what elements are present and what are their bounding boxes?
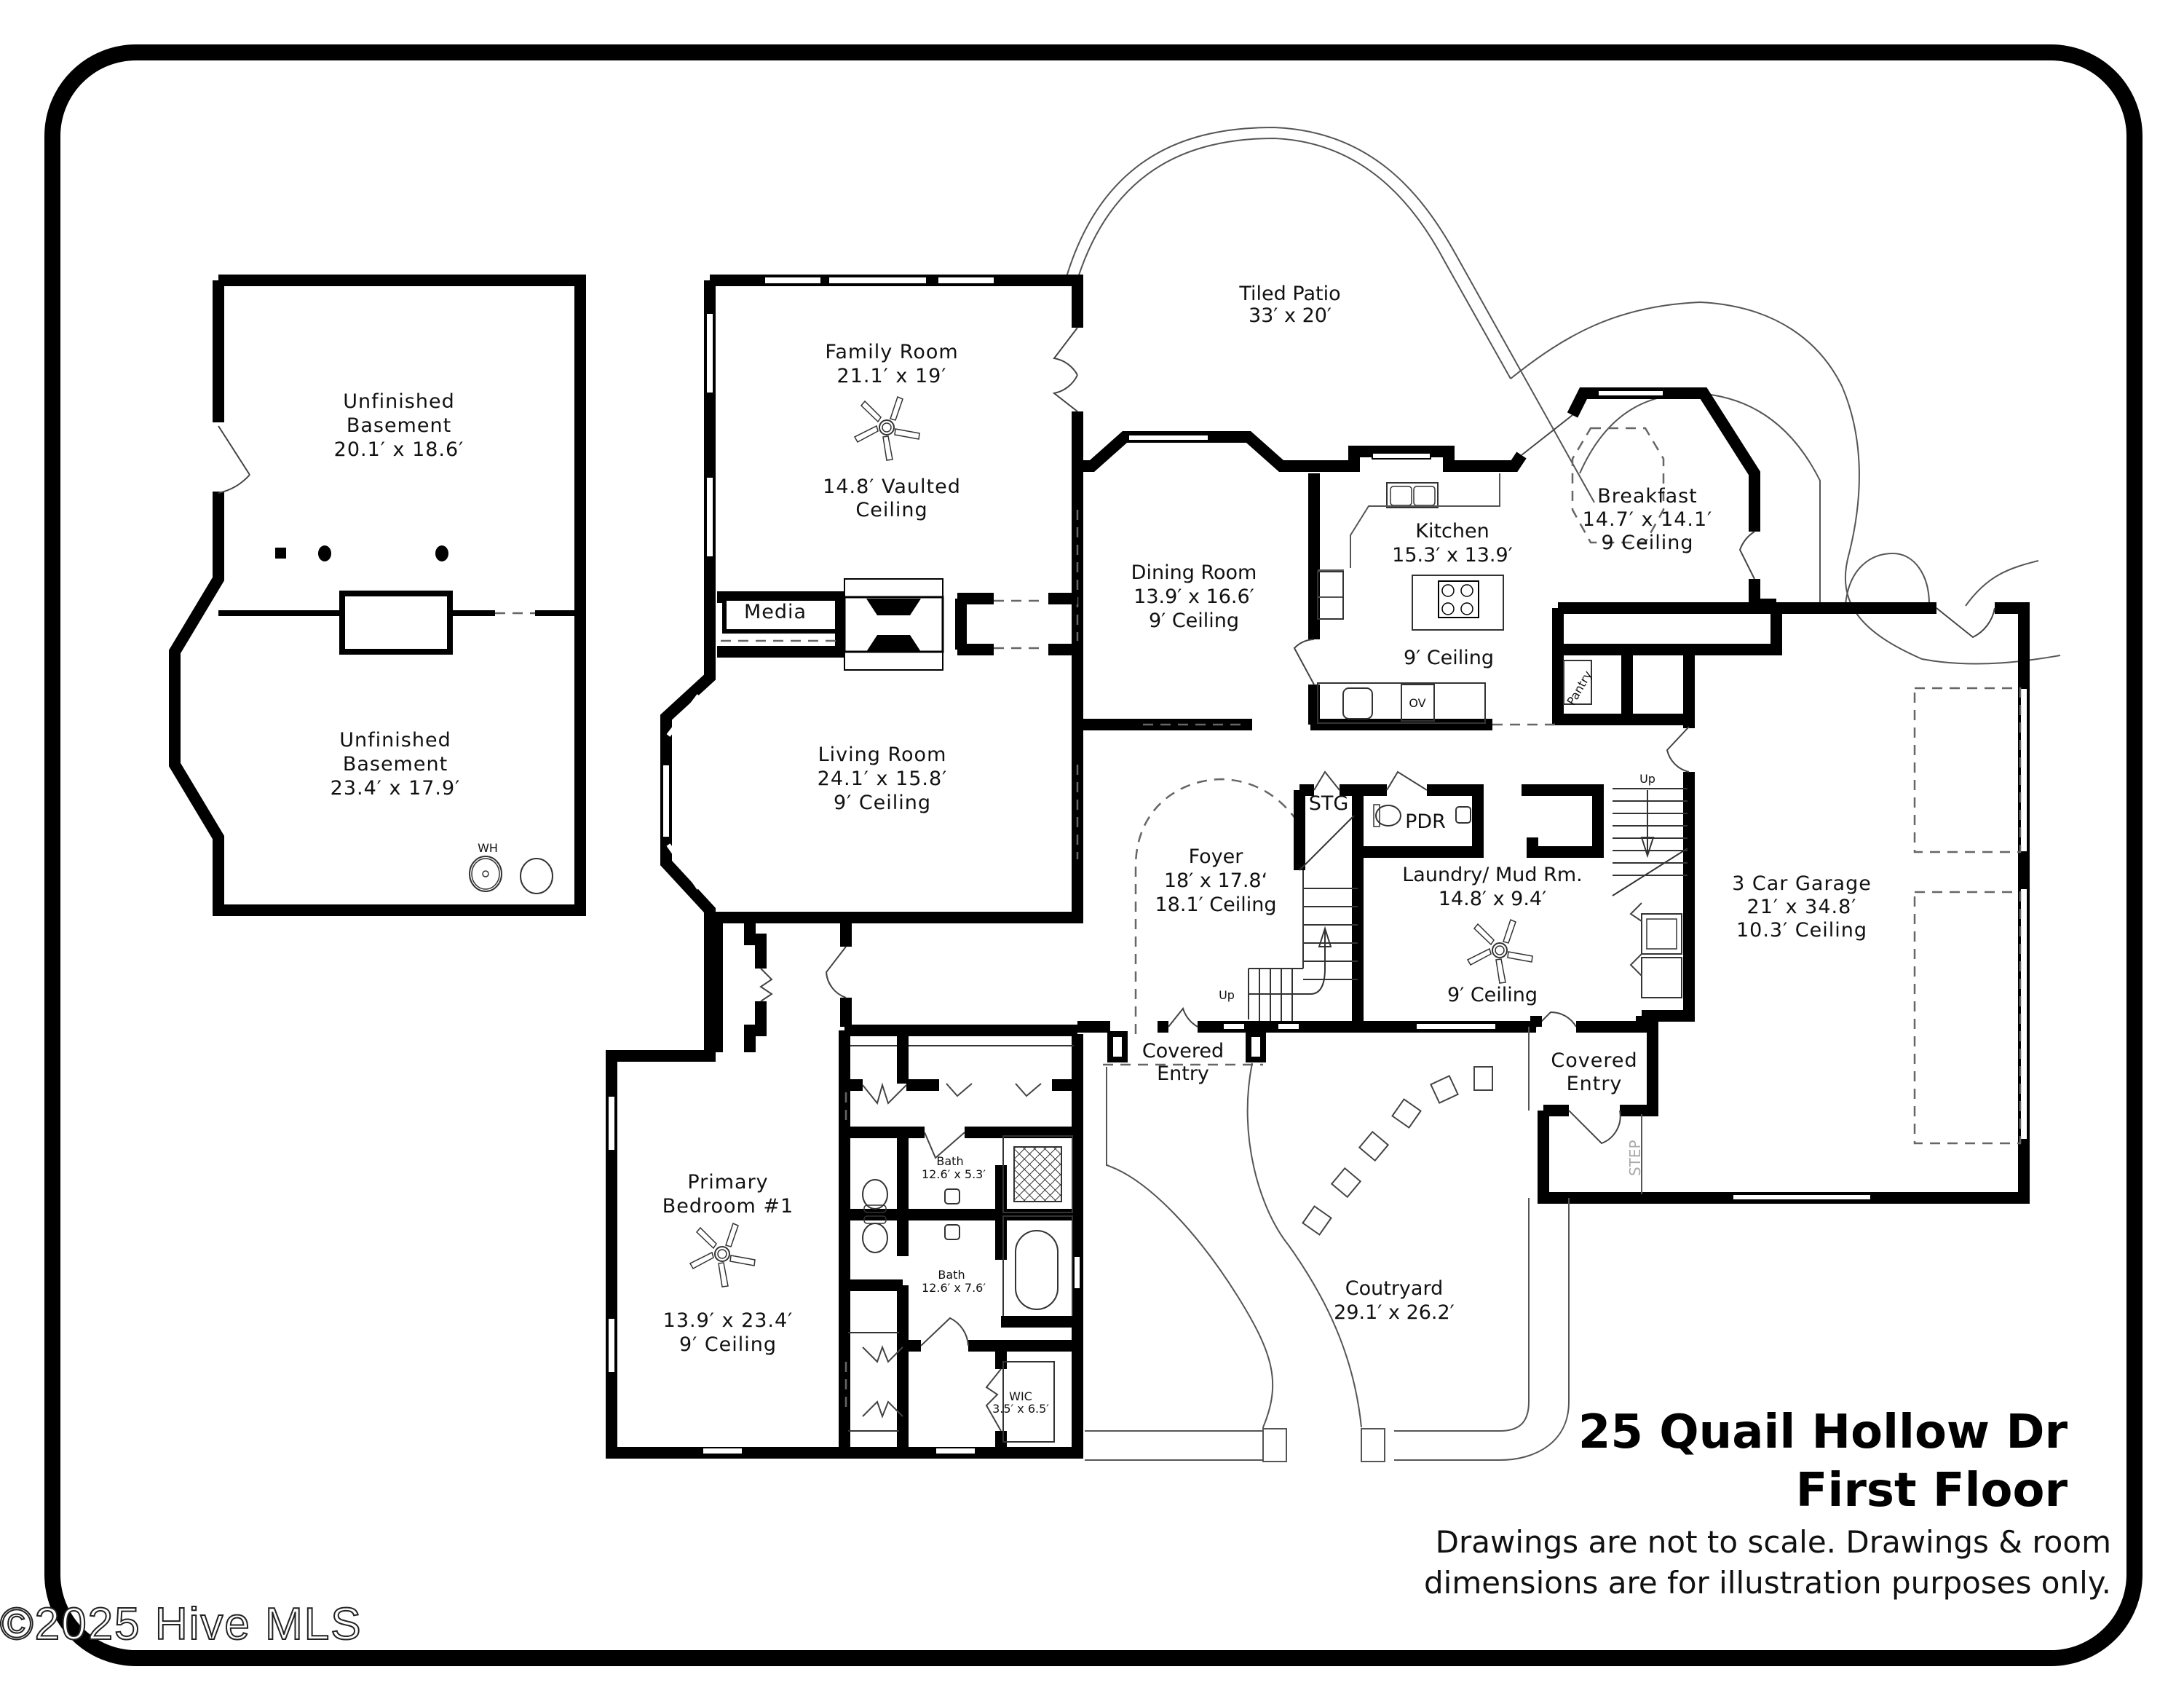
ceiling-fan-icon bbox=[853, 395, 920, 461]
toilet-icon bbox=[862, 1179, 888, 1253]
ceiling-height: 9′ Ceiling bbox=[1404, 647, 1494, 669]
room-name: PDR bbox=[1405, 811, 1446, 833]
room-dimensions: 24.1′ x 15.8′ bbox=[818, 768, 948, 790]
column-icon bbox=[318, 545, 331, 561]
room-dimensions: 14.8′ x 9.4′ bbox=[1439, 888, 1546, 910]
room-name: Kitchen bbox=[1415, 520, 1489, 543]
room-name: Media bbox=[744, 601, 807, 623]
listing-address: 25 Quail Hollow Dr bbox=[1578, 1405, 2068, 1459]
disclaimer: Drawings are not to scale. Drawings & ro… bbox=[1310, 1522, 2111, 1604]
room-name: Entry bbox=[1567, 1073, 1623, 1095]
room-name: Bedroom #1 bbox=[662, 1195, 794, 1218]
foyer-stairs bbox=[1248, 815, 1358, 1023]
stairs-label: Up bbox=[1639, 772, 1655, 786]
room-dimensions: 21′ x 34.8′ bbox=[1747, 896, 1857, 918]
sink-icon bbox=[1386, 482, 1439, 508]
room-name: Breakfast bbox=[1597, 485, 1698, 508]
sink-icon bbox=[944, 1188, 960, 1204]
page-frame bbox=[44, 44, 2143, 1666]
ceiling-height: 9′ Ceiling bbox=[1149, 610, 1239, 632]
room-dimensions: 18′ x 17.8‘ bbox=[1164, 869, 1267, 892]
room-dimensions: 29.1′ x 26.2′ bbox=[1334, 1301, 1455, 1324]
room-name: Primary bbox=[687, 1171, 768, 1194]
room-name: Foyer bbox=[1189, 845, 1244, 868]
room-name: Entry bbox=[1157, 1062, 1209, 1085]
room-name: Bath bbox=[938, 1268, 965, 1282]
ceiling-height: Ceiling bbox=[855, 499, 927, 521]
room-name: Pantry bbox=[1564, 669, 1595, 708]
room-name: Basement bbox=[343, 753, 448, 776]
disclaimer-line: Drawings are not to scale. Drawings & ro… bbox=[1435, 1524, 2111, 1560]
room-dimensions: 3.5′ x 6.5′ bbox=[992, 1402, 1049, 1416]
house-walls: Up bbox=[606, 275, 2030, 1459]
ceiling-height: 9′ Ceiling bbox=[834, 792, 931, 814]
room-dimensions: 33′ x 20′ bbox=[1249, 304, 1332, 327]
room-name: STG bbox=[1309, 792, 1349, 815]
room-name: Coutryard bbox=[1345, 1277, 1443, 1300]
washer-dryer-icon bbox=[1641, 913, 1682, 998]
room-name: Basement bbox=[347, 414, 451, 437]
column-icon bbox=[275, 548, 286, 559]
room-dimensions: 14.7′ x 14.1′ bbox=[1583, 508, 1713, 531]
room-dimensions: 23.4′ x 17.9′ bbox=[331, 777, 461, 800]
floor-name: First Floor bbox=[1795, 1464, 2068, 1518]
stairs-label: Up bbox=[1219, 988, 1235, 1002]
room-name: Laundry/ Mud Rm. bbox=[1402, 864, 1582, 886]
rear-stairs bbox=[1612, 788, 1688, 896]
room-name: Living Room bbox=[818, 744, 947, 766]
room-dimensions: 13.9′ x 16.6′ bbox=[1133, 585, 1254, 608]
column-icon bbox=[435, 545, 448, 561]
room-name: Bath bbox=[936, 1154, 963, 1168]
room-name: 3 Car Garage bbox=[1732, 872, 1872, 895]
ceiling-height: 14.8′ Vaulted bbox=[823, 476, 961, 498]
room-dimensions: 15.3′ x 13.9′ bbox=[1392, 544, 1513, 567]
room-dimensions: 20.1′ x 18.6′ bbox=[334, 438, 464, 461]
fireplace-icon bbox=[866, 599, 921, 652]
ceiling-height: 10.3′ Ceiling bbox=[1736, 919, 1867, 942]
copyright-watermark: ©2025 Hive MLS bbox=[0, 1598, 363, 1650]
cooktop-icon bbox=[1438, 580, 1479, 618]
ceiling-fan-icon bbox=[1466, 918, 1533, 984]
room-labels: Family Room 21.1′ x 19′ 14.8′ Vaulted Ce… bbox=[662, 341, 1872, 1416]
sink-icon bbox=[1455, 806, 1471, 824]
bathtub-icon bbox=[1002, 1215, 1073, 1322]
room-dimensions: 12.6′ x 5.3′ bbox=[922, 1167, 986, 1181]
room-name: Family Room bbox=[825, 341, 958, 363]
room-name: Unfinished bbox=[339, 729, 451, 752]
sink-icon bbox=[944, 1224, 960, 1240]
basement-plan: Unfinished Basement 20.1′ x 18.6′ Unfini… bbox=[169, 275, 586, 916]
fixture-label: WH bbox=[478, 841, 498, 855]
step-label: STEP bbox=[1626, 1140, 1644, 1176]
ceiling-height: 18.1′ Ceiling bbox=[1155, 894, 1276, 916]
shower-icon bbox=[1002, 1135, 1073, 1213]
ceiling-height: 9′ Ceiling bbox=[1447, 984, 1538, 1006]
room-dimensions: 13.9′ x 23.4′ bbox=[663, 1309, 794, 1332]
room-name: Dining Room bbox=[1131, 561, 1257, 584]
sink-icon bbox=[1342, 687, 1373, 719]
toilet-icon bbox=[1373, 804, 1401, 827]
room-name: Covered bbox=[1551, 1049, 1637, 1072]
ceiling-fan-icon bbox=[689, 1222, 756, 1287]
room-name: Unfinished bbox=[343, 390, 454, 413]
courtyard: Coutryard 29.1′ x 26.2′ bbox=[1085, 1062, 1570, 1462]
water-heater-icon bbox=[469, 856, 553, 894]
room-name: Tiled Patio bbox=[1238, 283, 1340, 305]
room-dimensions: 12.6′ x 7.6′ bbox=[922, 1281, 986, 1295]
oven-label: OV bbox=[1409, 696, 1425, 710]
room-name: Covered bbox=[1142, 1040, 1224, 1062]
room-name: WIC bbox=[1009, 1389, 1032, 1403]
ceiling-height: 9′ Ceiling bbox=[679, 1333, 777, 1356]
ceiling-height: 9 Ceiling bbox=[1602, 532, 1694, 554]
room-dimensions: 21.1′ x 19′ bbox=[837, 365, 947, 387]
disclaimer-line: dimensions are for illustration purposes… bbox=[1423, 1565, 2111, 1601]
